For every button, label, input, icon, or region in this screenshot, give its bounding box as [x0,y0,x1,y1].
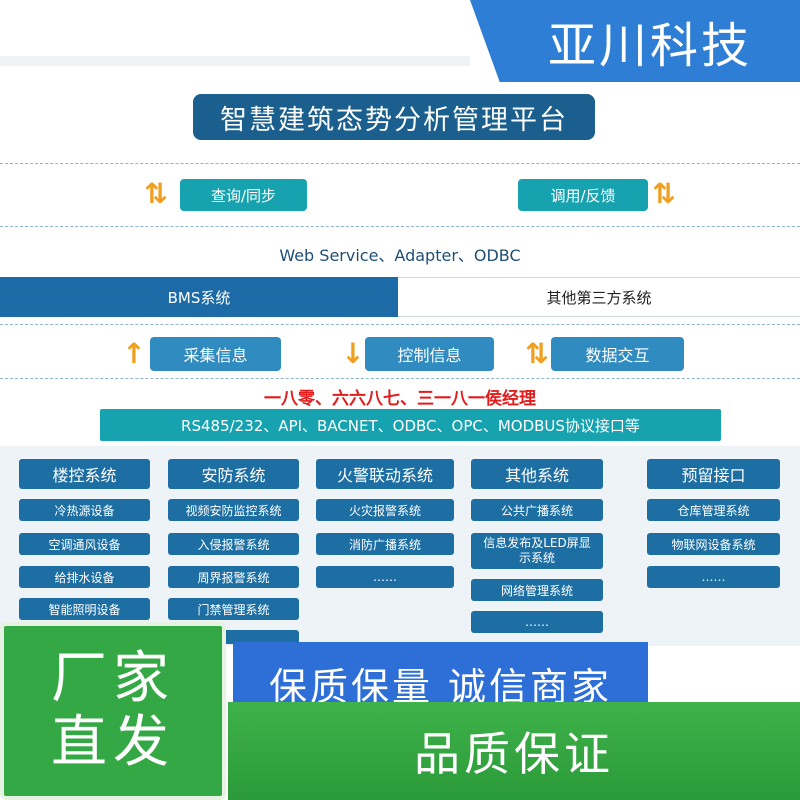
updown-arrow-icon: ⇅ [525,337,549,370]
data-exchange-box: 数据交互 [551,337,684,371]
control-info-box: 控制信息 [365,337,494,371]
list-item: 周界报警系统 [168,566,299,588]
list-item: 入侵报警系统 [168,533,299,555]
column-head-building-control: 楼控系统 [19,459,150,489]
list-item: 给排水设备 [19,566,150,588]
list-item: 物联网设备系统 [647,533,780,555]
list-item: 冷热源设备 [19,499,150,521]
list-item: 公共广播系统 [471,499,603,521]
up-arrow-icon: ↑ [122,337,146,370]
list-item: …… [316,566,454,588]
column-head-security: 安防系统 [168,459,299,489]
protocol-bar: RS485/232、API、BACNET、ODBC、OPC、MODBUS协议接口… [100,409,721,441]
list-item: 门禁管理系统 [168,598,299,620]
divider-dashed [0,378,800,379]
diagram-title: 智慧建筑态势分析管理平台 [193,94,595,140]
collect-info-box: 采集信息 [150,337,281,371]
list-item: 网络管理系统 [471,579,603,601]
list-item: 火灾报警系统 [316,499,454,521]
list-item: 智能照明设备 [19,598,150,620]
contact-text: 一八零、六六八七、三一八一侯经理 [264,388,536,409]
query-band [0,165,800,225]
promo-line-2: 直发 [51,710,175,775]
list-item: …… [647,566,780,588]
divider-dashed [0,226,800,227]
bms-system-bar: BMS系统 [0,277,398,317]
column-head-reserved-interface: 预留接口 [647,459,780,489]
third-party-system-bar: 其他第三方系统 [398,277,800,317]
list-item: 空调通风设备 [19,533,150,555]
interface-line: Web Service、Adapter、ODBC [0,234,800,274]
call-feedback-box: 调用/反馈 [518,179,648,211]
brand-banner: 亚川科技 [470,0,800,82]
column-head-other-systems: 其他系统 [471,459,603,489]
list-item: 视频安防监控系统 [168,499,299,521]
divider-dashed [0,324,800,325]
promo-line-1: 厂家 [51,645,175,711]
updown-arrow-icon: ⇅ [652,177,676,210]
divider-dashed [0,163,800,164]
down-arrow-icon: ↓ [341,337,365,370]
promo-quality-guarantee: 品质保证 [228,702,800,800]
list-item: 信息发布及LED屏显示系统 [471,533,603,569]
column-head-fire-linkage: 火警联动系统 [316,459,454,489]
list-item: 消防广播系统 [316,533,454,555]
query-sync-box: 查询/同步 [180,179,307,211]
list-item: …… [471,611,603,633]
header-strip [0,56,470,66]
list-item: 仓库管理系统 [647,499,780,521]
promo-factory-direct: 厂家 直发 [0,622,226,800]
updown-arrow-icon: ⇅ [144,177,168,210]
